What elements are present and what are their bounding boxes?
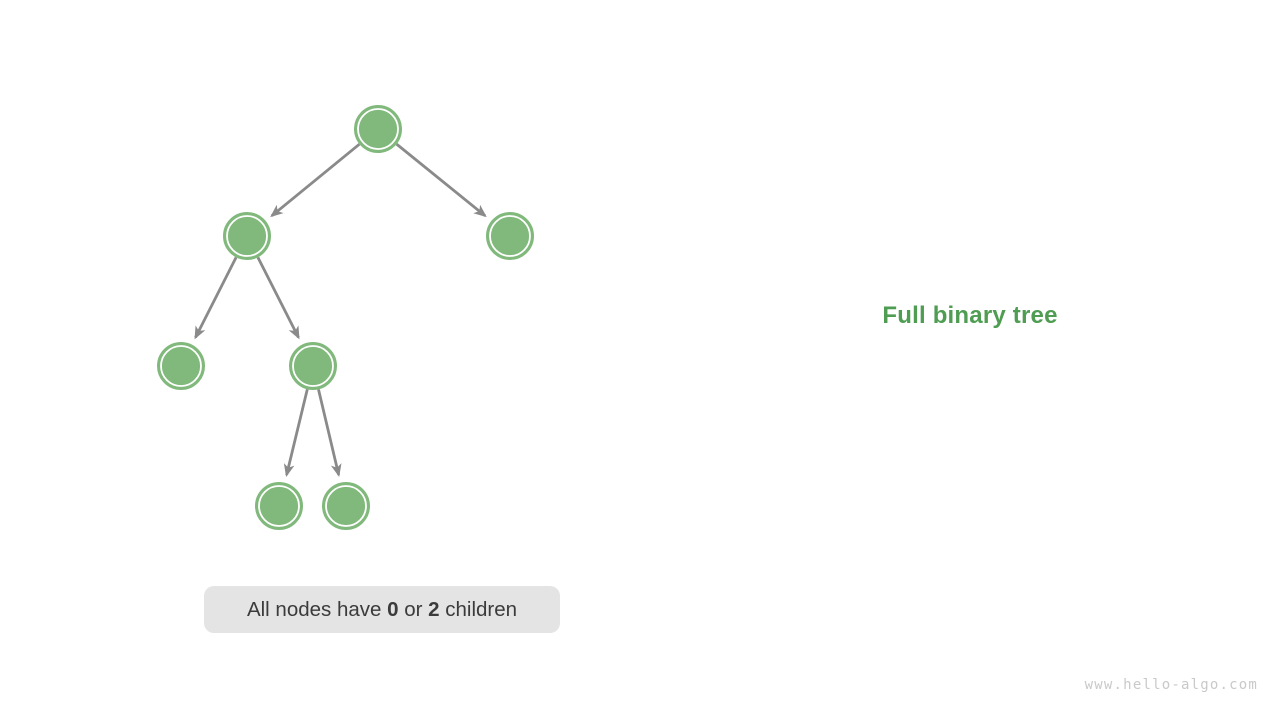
tree-node-r [486, 212, 534, 260]
tree-edge [256, 256, 300, 340]
watermark: www.hello-algo.com [1084, 677, 1258, 693]
tree-edge [270, 143, 361, 218]
diagram-title: Full binary tree [882, 302, 1058, 329]
caption-box: All nodes have 0 or 2 children [204, 586, 560, 633]
tree-node-root [354, 105, 402, 153]
tree-node-lr [289, 342, 337, 390]
tree-node-l [223, 212, 271, 260]
caption-bold-two: 2 [428, 597, 440, 621]
caption-text: or [398, 597, 429, 621]
caption-text: All nodes have [246, 597, 388, 621]
tree-node-lrr [322, 482, 370, 530]
tree-edge [395, 143, 487, 218]
tree-edge [283, 388, 309, 478]
caption-text: children [439, 597, 518, 621]
tree-edge [317, 389, 342, 478]
tree-node-lrl [255, 482, 303, 530]
caption-bold-zero: 0 [387, 597, 399, 621]
tree-node-ll [157, 342, 205, 390]
tree-edge [194, 256, 238, 340]
